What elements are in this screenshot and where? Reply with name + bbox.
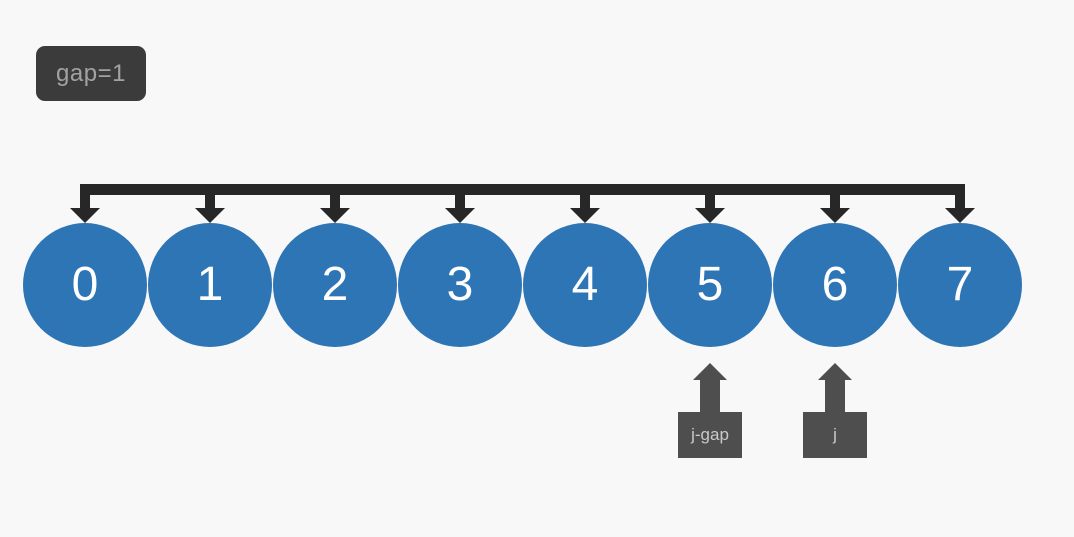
array-node-value: 6: [821, 258, 849, 311]
down-arrow-head: [695, 208, 725, 223]
down-arrow-shaft: [455, 195, 465, 208]
pointer-label-box: j: [803, 412, 867, 458]
down-arrow-head: [570, 208, 600, 223]
array-node-value: 3: [446, 258, 474, 311]
up-arrow-shaft: [700, 380, 720, 412]
down-arrow-shaft: [205, 195, 215, 208]
array-node: 0: [23, 223, 147, 347]
array-node: 1: [148, 223, 272, 347]
array-node-value: 4: [571, 258, 599, 311]
up-arrow-icon: [818, 363, 852, 380]
gap-badge-label: gap=1: [56, 59, 126, 87]
array-node-value: 2: [321, 258, 349, 311]
down-arrow-head: [320, 208, 350, 223]
array-node: 3: [398, 223, 522, 347]
array-node-value: 1: [196, 258, 224, 311]
down-arrow-shaft: [955, 195, 965, 208]
down-arrow-head: [195, 208, 225, 223]
down-arrow-shaft: [80, 195, 90, 208]
pointer-label-box: j-gap: [678, 412, 742, 458]
down-arrow-shaft: [705, 195, 715, 208]
array-node-value: 7: [946, 258, 974, 311]
pointer-label: j: [833, 425, 837, 444]
array-node: 4: [523, 223, 647, 347]
down-arrow-head: [445, 208, 475, 223]
array-node-value: 5: [696, 258, 724, 311]
up-arrow-icon: [693, 363, 727, 380]
down-arrow-head: [820, 208, 850, 223]
array-node: 7: [898, 223, 1022, 347]
array-node-value: 0: [71, 258, 99, 311]
array-node: 6: [773, 223, 897, 347]
array-node: 2: [273, 223, 397, 347]
down-arrow-shaft: [580, 195, 590, 208]
down-arrow-head: [945, 208, 975, 223]
down-arrow-shaft: [830, 195, 840, 208]
down-arrow-head: [70, 208, 100, 223]
gap-badge: gap=1: [36, 46, 146, 101]
down-arrow-shaft: [330, 195, 340, 208]
pointer-label: j-gap: [691, 425, 729, 444]
array-node: 5: [648, 223, 772, 347]
up-arrow-shaft: [825, 380, 845, 412]
bracket-bar: [80, 184, 965, 195]
